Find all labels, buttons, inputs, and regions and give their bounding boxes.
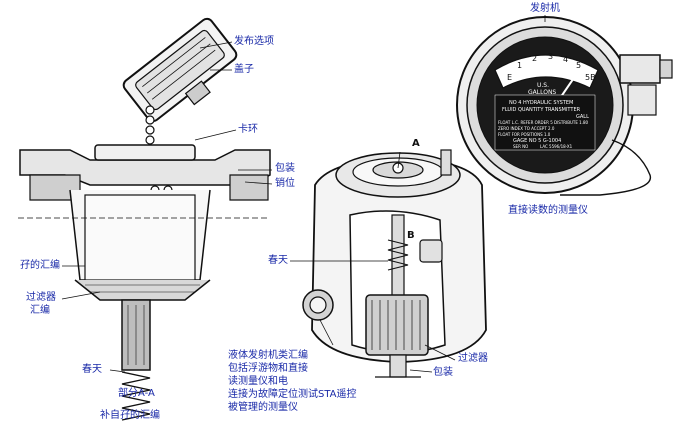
plate-title-1: NO 4 HYDRAULIC SYSTEM xyxy=(509,100,574,106)
plate-row-2: ZERO INDEX TO ACCEPT 2.0 xyxy=(498,126,555,131)
label-transmitter: 发射机 xyxy=(530,3,560,14)
gauge-scale-5b: 5B xyxy=(585,73,596,82)
gauge-scale-2: 2 xyxy=(532,54,538,63)
desc-line-5: 被管理的测量仪 xyxy=(228,402,298,413)
label-detent: 销位 xyxy=(275,178,295,189)
plate-row-3: FLOAT FOR POSITIONS 1.0 xyxy=(498,132,551,137)
direct-reading-gauge xyxy=(456,16,673,196)
gauge-scale-5: 5 xyxy=(576,61,582,70)
label-filter-mid: 过滤器 xyxy=(458,353,488,364)
label-spring-mid: 春天 xyxy=(268,255,288,266)
label-filter-assembly-2: 汇编 xyxy=(30,305,50,316)
label-filter-assembly: 过滤器 xyxy=(26,292,56,303)
desc-line-2: 包括浮游物和直接 xyxy=(228,363,308,374)
label-a: A xyxy=(412,138,420,149)
plate-title-2: FLUID QUANTITY TRANSMITTER xyxy=(502,107,581,113)
plate-mfr: LAC 5596/18-X1 xyxy=(540,144,573,149)
leader-lines xyxy=(61,15,546,373)
label-section: 部分A-A xyxy=(118,388,155,399)
gauge-scale-4: 4 xyxy=(563,55,569,64)
label-spring-left: 春天 xyxy=(82,364,102,375)
filler-cap-assembly xyxy=(18,17,271,421)
plate-row-1: FLOAT L.C. REFER ORDER 5 DISTRIBUTE 1.80 xyxy=(498,120,589,125)
transmitter-tank xyxy=(302,149,487,378)
label-gasket-mid: 包装 xyxy=(433,367,453,378)
plate-small: GALL xyxy=(576,114,589,120)
filler-spring xyxy=(121,371,151,421)
desc-line-4: 连接为故障定位测试STA遥控 xyxy=(228,389,357,400)
desc-line-1: 液体发射机类汇编 xyxy=(228,350,308,361)
gauge-scale-3: 3 xyxy=(548,52,554,61)
plate-ser: SER NO xyxy=(513,144,529,149)
label-b: B xyxy=(407,230,415,241)
label-assembly-left: 孖的汇编 xyxy=(20,260,60,271)
gauge-scale-e: E xyxy=(507,73,513,82)
label-cap: 盖子 xyxy=(234,64,254,75)
plate-part: GAGE NO 5 G-1004 xyxy=(513,138,562,144)
label-cover-option: 发布选项 xyxy=(234,36,274,47)
desc-line-3: 读测量仪和电 xyxy=(228,376,288,387)
label-clip: 卡环 xyxy=(238,124,258,135)
caption-left: 补自孖的汇编 xyxy=(100,410,160,421)
cap-drawing xyxy=(122,17,238,123)
label-gasket: 包装 xyxy=(275,163,295,174)
gauge-scale-1: 1 xyxy=(517,61,523,70)
gauge-unit-2: GALLONS xyxy=(528,89,557,96)
caption-gauge: 直接读数的测量仪 xyxy=(508,205,588,216)
gauge-unit-1: U.S. xyxy=(537,82,550,89)
